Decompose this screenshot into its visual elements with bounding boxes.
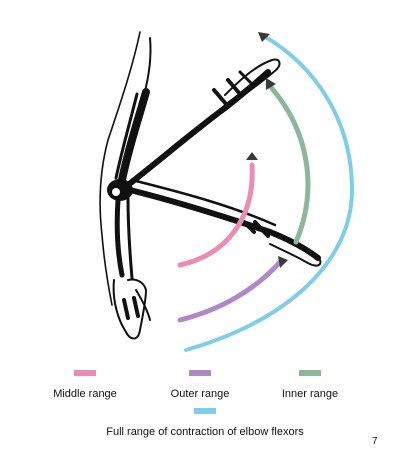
legend-middle: Middle range	[45, 370, 125, 402]
range-arcs	[177, 33, 355, 352]
legend-full: Full range of contraction of elbow flexo…	[60, 408, 350, 440]
full-swatch	[194, 408, 216, 414]
full-range-arrowhead	[258, 32, 270, 42]
middle-label: Middle range	[53, 388, 117, 400]
outer-swatch	[189, 370, 211, 376]
legend-inner: Inner range	[270, 370, 350, 402]
outer-label: Outer range	[170, 388, 230, 400]
page-number: 7	[372, 436, 378, 447]
inner-label: Inner range	[281, 388, 339, 400]
middle-range-arc	[177, 162, 255, 268]
middle-range-arrowhead	[246, 152, 258, 160]
outer-range-arc	[177, 259, 283, 323]
full-label: Full range of contraction of elbow flexo…	[106, 426, 304, 438]
inner-range-arrowhead	[266, 78, 276, 90]
legend-outer: Outer range	[160, 370, 240, 402]
arrowheads	[246, 32, 288, 268]
inner-swatch	[299, 370, 321, 376]
middle-swatch	[74, 370, 96, 376]
full-range-arc	[184, 33, 355, 352]
outer-range-arrowhead	[278, 256, 288, 268]
arm-illustration	[99, 31, 322, 340]
inner-range-arc	[265, 81, 311, 245]
